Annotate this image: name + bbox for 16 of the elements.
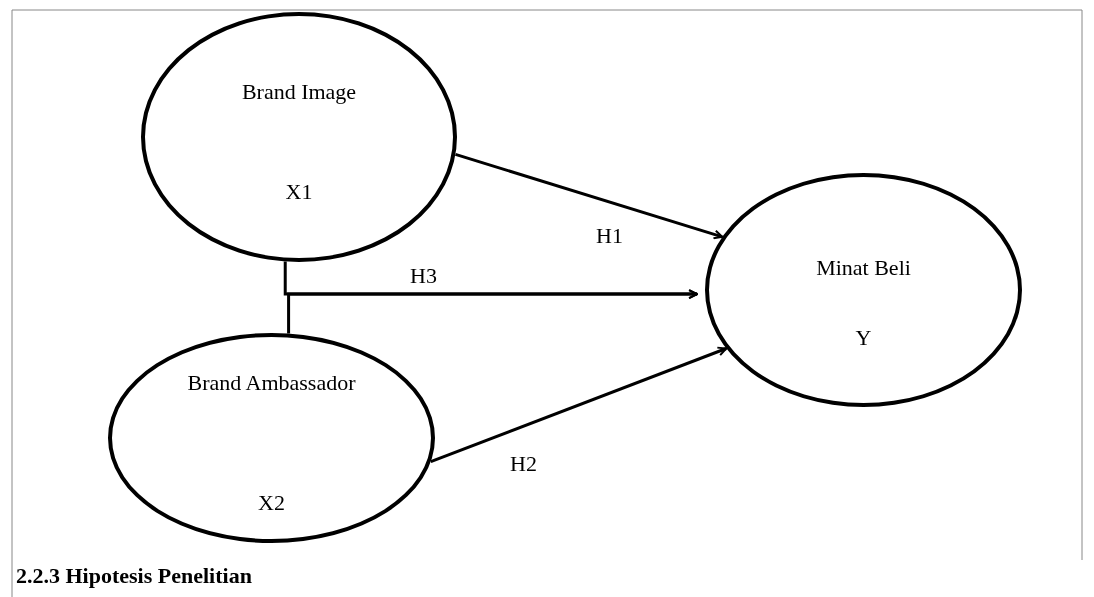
edge-label: H1 xyxy=(596,222,623,250)
node-label: Minat Beli xyxy=(815,254,912,282)
node-label: Y xyxy=(854,324,873,352)
section-heading: 2.2.3 Hipotesis Penelitian xyxy=(16,562,252,590)
node-label: X1 xyxy=(284,178,314,206)
node-label: Brand Ambassador xyxy=(186,369,357,397)
ellipse-node xyxy=(141,12,457,262)
node-label: Brand Image xyxy=(240,78,358,106)
ellipse-node xyxy=(108,333,435,543)
node-label: X2 xyxy=(257,489,286,517)
edge-label: H3 xyxy=(410,262,437,290)
edge-label: H2 xyxy=(510,450,537,478)
arrow xyxy=(455,152,724,240)
ellipse-node xyxy=(705,173,1022,407)
arrow xyxy=(287,289,699,334)
arrow xyxy=(430,346,728,464)
